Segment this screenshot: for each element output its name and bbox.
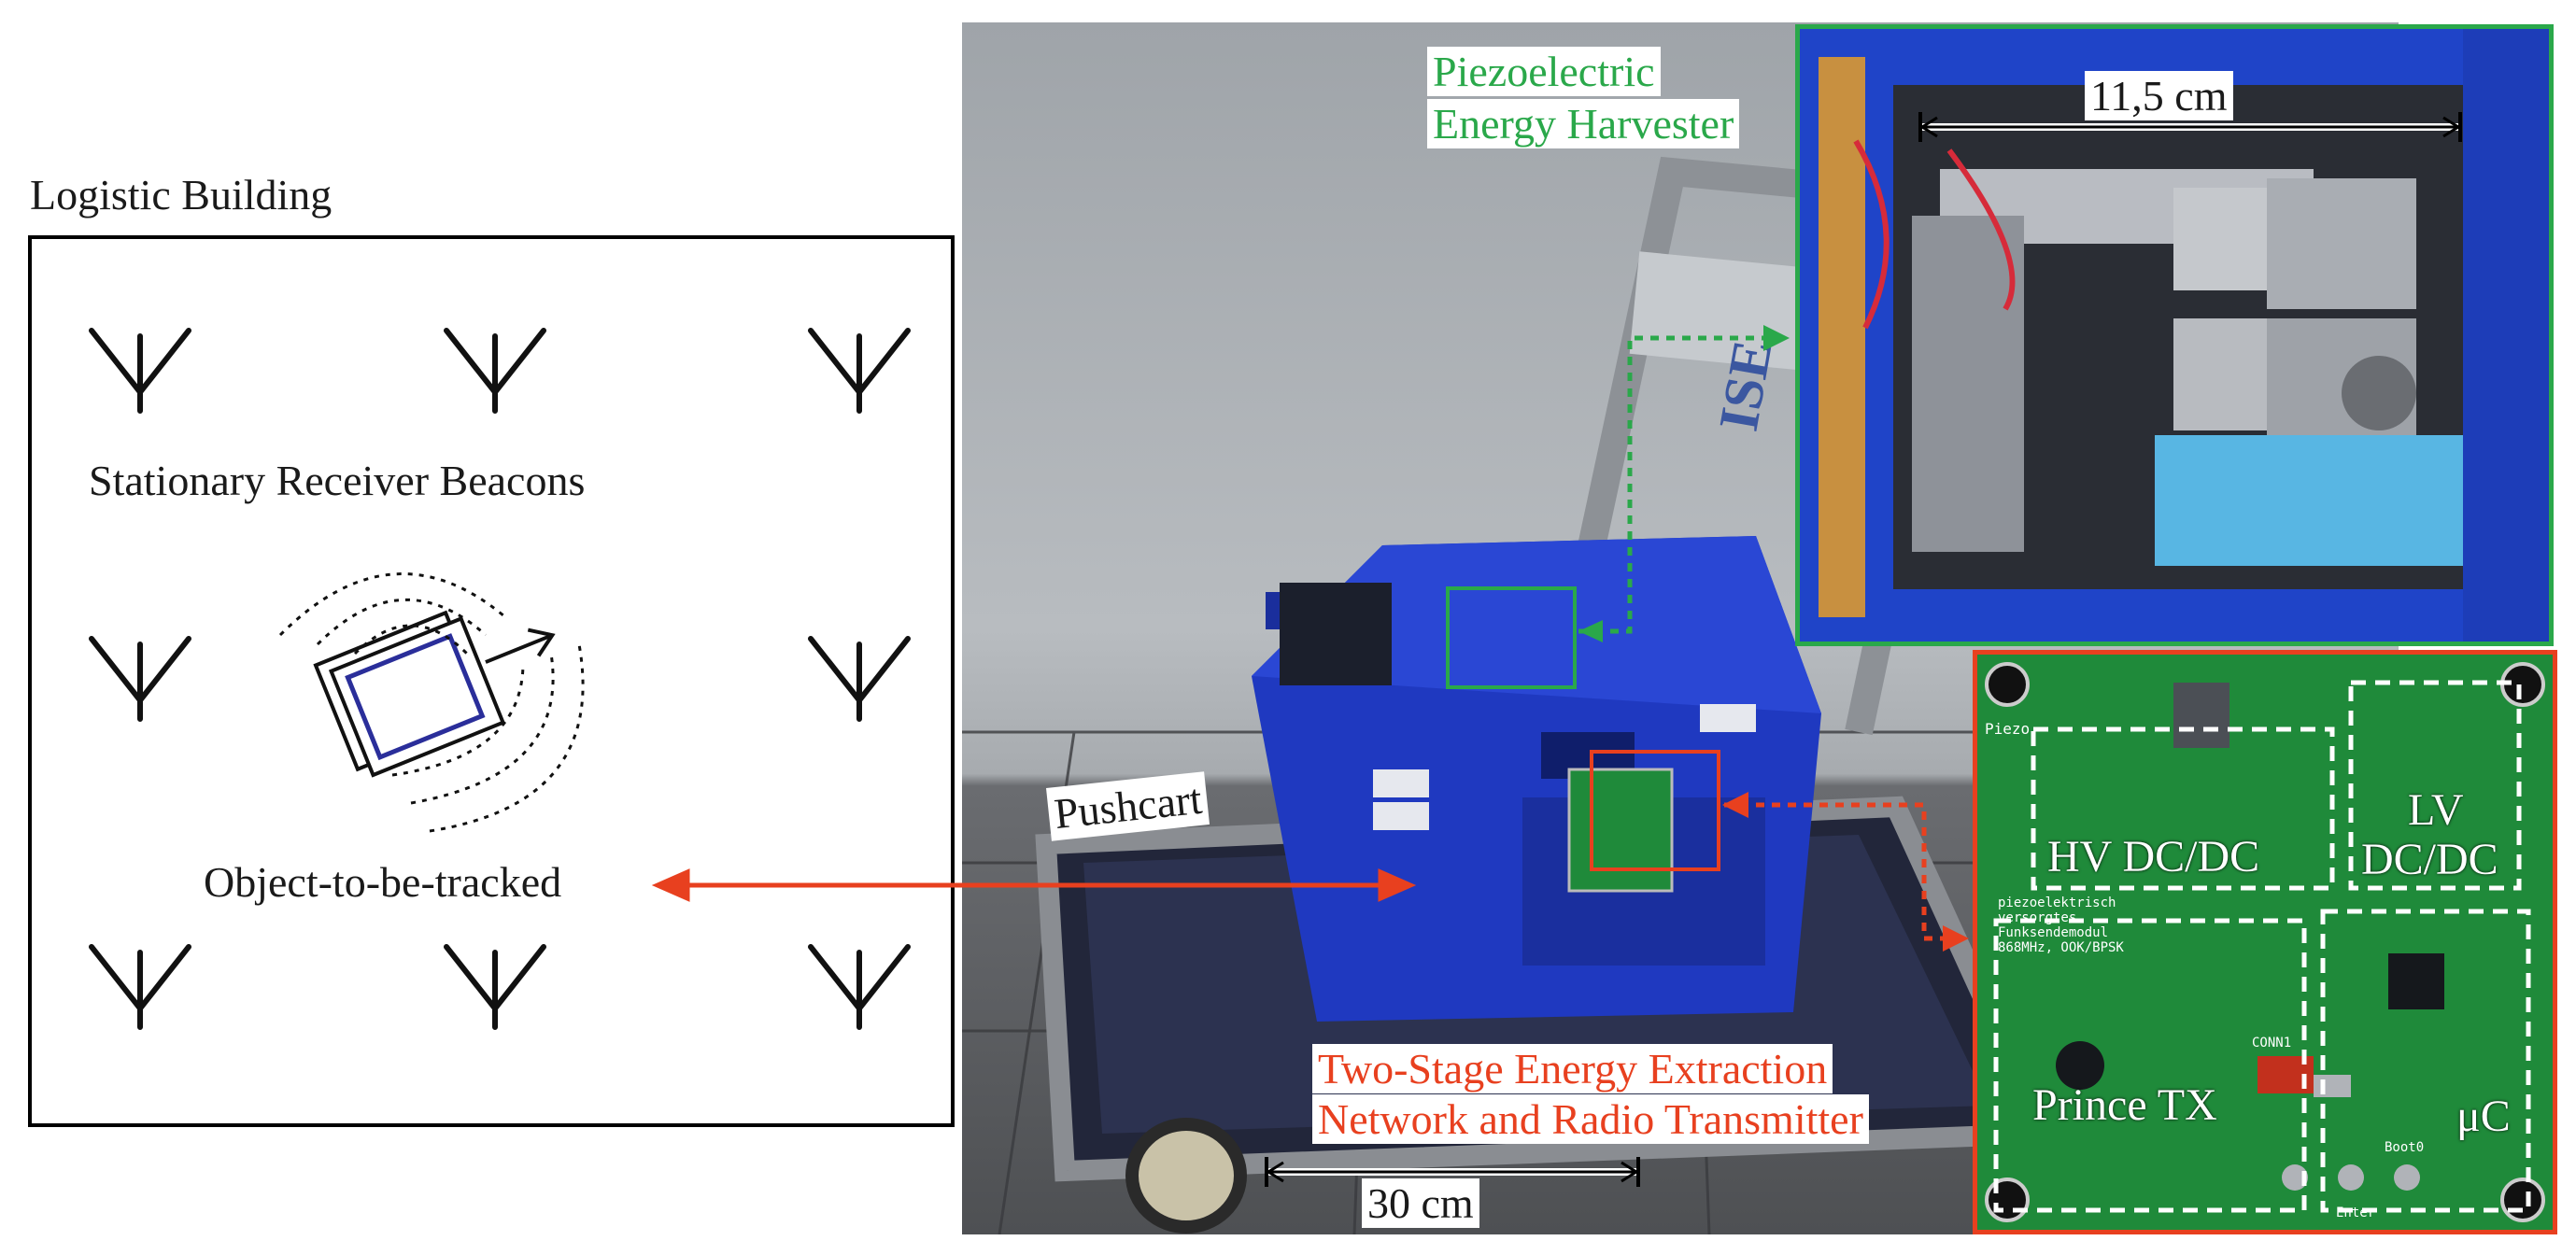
harvester-highlight: [1446, 586, 1577, 689]
pcb-tx-label: Prince TX: [2032, 1080, 2217, 1130]
harvester-title-line2: Energy Harvester: [1427, 99, 1740, 148]
scale-label-11cm: 11,5 cm: [2085, 71, 2233, 120]
extraction-label-line1: Two-Stage Energy Extraction: [1312, 1044, 1833, 1093]
antenna-icon: [808, 636, 911, 722]
beacons-label: Stationary Receiver Beacons: [89, 457, 586, 504]
pcb-silk-conn: CONN1: [2252, 1036, 2292, 1051]
extraction-label-line2: Network and Radio Transmitter: [1312, 1094, 1869, 1144]
pcb-mcu-label: μC: [2456, 1092, 2511, 1141]
pcb-inset: Piezo piezoelektrisch versorgtes Funksen…: [1973, 650, 2557, 1234]
building-outline: [28, 235, 955, 1127]
object-label: Object-to-be-tracked: [204, 858, 562, 906]
pcb-silk-line3: Funksendemodul: [1998, 925, 2109, 940]
pcb-silk-line1: piezoelektrisch: [1998, 895, 2116, 910]
harvester-title-line1: Piezoelectric: [1427, 47, 1661, 96]
scale-bar-11cm: [1918, 112, 2462, 142]
harvester-link-arrow: [1578, 335, 1765, 634]
pcb-silk-enter: Enter: [2336, 1206, 2376, 1220]
antenna-icon: [444, 944, 546, 1030]
pcb-silk-boot: Boot0: [2385, 1140, 2425, 1155]
pcb-lv-label-1: LV: [2408, 785, 2464, 835]
scale-bar-30cm: [1265, 1157, 1640, 1187]
pcb-lv-label-2: DC/DC: [2361, 835, 2498, 884]
pcb-silk-piezo: Piezo: [1985, 720, 2031, 738]
pcb-link-arrow: [1724, 802, 1943, 941]
pcb-highlight: [1590, 750, 1720, 871]
pcb-hv-label: HV DC/DC: [2047, 832, 2260, 881]
object-link-arrow: [651, 868, 1417, 902]
pcb-silk-line4: 868MHz, OOK/BPSK: [1998, 940, 2124, 955]
building-label: Logistic Building: [30, 171, 333, 219]
antenna-icon: [89, 636, 191, 722]
antenna-icon: [89, 328, 191, 414]
pcb-silk-line2: versorgtes: [1998, 910, 2077, 925]
scale-label-30cm: 30 cm: [1362, 1178, 1479, 1228]
antenna-icon: [808, 944, 911, 1030]
radio-waves: [278, 572, 585, 833]
antenna-icon: [808, 328, 911, 414]
left-diagram: [89, 328, 911, 1030]
antenna-icon: [444, 328, 546, 414]
antenna-icon: [89, 944, 191, 1030]
